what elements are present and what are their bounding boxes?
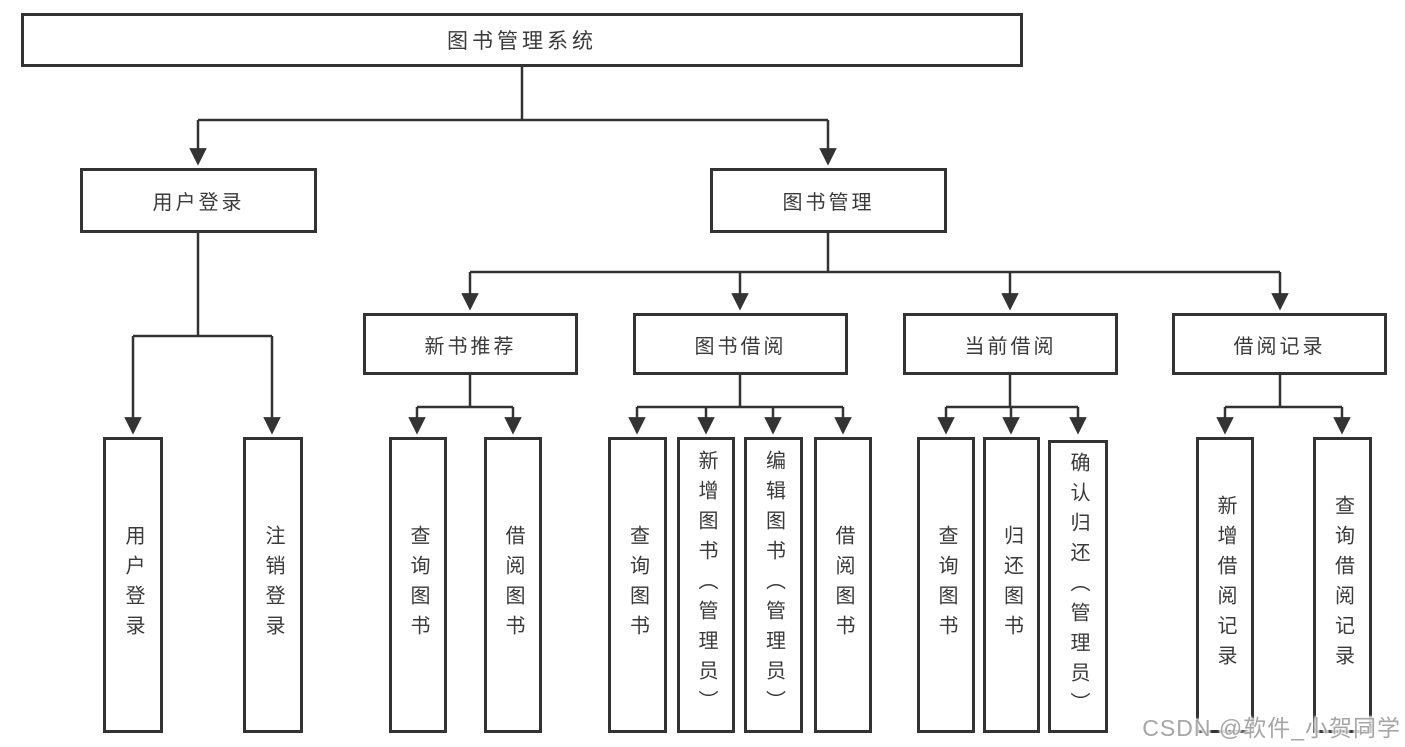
- node-root: 图书管理系统: [21, 13, 1023, 67]
- node-user-login-leaf: 用户登录: [103, 437, 163, 733]
- node-return-books: 归还图书: [983, 437, 1040, 733]
- node-label: 借阅记录: [1233, 335, 1326, 358]
- node-label: 新书推荐: [424, 335, 517, 358]
- node-label: 确认归还（管理员）: [1067, 451, 1089, 722]
- node-book-management: 图书管理: [710, 168, 947, 233]
- connector-new-book-to-leaves: [408, 375, 522, 435]
- connector-borrowing-records-to-leaves: [1216, 375, 1351, 435]
- node-query-books-3: 查询图书: [917, 437, 975, 733]
- node-edit-book-admin: 编辑图书（管理员）: [744, 437, 803, 733]
- node-label: 用户登录: [122, 525, 144, 645]
- node-label: 图书借阅: [694, 335, 787, 358]
- node-logout: 注销登录: [243, 437, 303, 733]
- node-borrow-books-2: 借阅图书: [814, 437, 872, 733]
- node-label: 查询图书: [407, 525, 429, 645]
- node-confirm-return-admin: 确认归还（管理员）: [1048, 440, 1108, 733]
- node-query-borrow-record: 查询借阅记录: [1313, 437, 1372, 733]
- node-label: 借阅图书: [832, 525, 854, 645]
- node-label: 用户登录: [152, 192, 245, 214]
- node-label: 当前借阅: [964, 335, 1057, 358]
- node-current-borrowing: 当前借阅: [903, 313, 1118, 375]
- node-label: 图书管理: [782, 192, 875, 214]
- node-new-book-recommend: 新书推荐: [363, 313, 578, 375]
- node-label: 查询图书: [626, 525, 649, 645]
- node-user-login: 用户登录: [80, 168, 317, 233]
- node-label: 图书管理系统: [447, 30, 597, 53]
- node-add-borrow-record: 新增借阅记录: [1196, 437, 1254, 733]
- node-borrow-books-1: 借阅图书: [484, 437, 542, 733]
- connector-root-to-level2: [189, 67, 837, 166]
- node-label: 借阅图书: [502, 525, 524, 645]
- node-add-book-admin: 新增图书（管理员）: [677, 437, 735, 733]
- node-label: 新增借阅记录: [1214, 495, 1236, 675]
- connector-user-login-to-leaves: [124, 233, 281, 435]
- node-label: 归还图书: [1000, 525, 1023, 645]
- node-query-books-2: 查询图书: [608, 437, 667, 733]
- node-query-books-1: 查询图书: [389, 437, 447, 733]
- node-label: 注销登录: [262, 525, 284, 645]
- node-borrowing-records: 借阅记录: [1172, 313, 1387, 375]
- node-label: 查询图书: [935, 525, 957, 645]
- watermark: CSDN @软件_小贺同学: [1142, 715, 1401, 741]
- connector-book-management-to-level3: [461, 233, 1289, 311]
- connector-current-borrowing-to-leaves: [937, 375, 1087, 435]
- node-label: 新增图书（管理员）: [695, 450, 717, 720]
- node-label: 查询借阅记录: [1331, 495, 1354, 675]
- node-label: 编辑图书（管理员）: [762, 450, 785, 720]
- node-book-borrowing: 图书借阅: [633, 313, 848, 375]
- connector-book-borrowing-to-leaves: [628, 375, 852, 435]
